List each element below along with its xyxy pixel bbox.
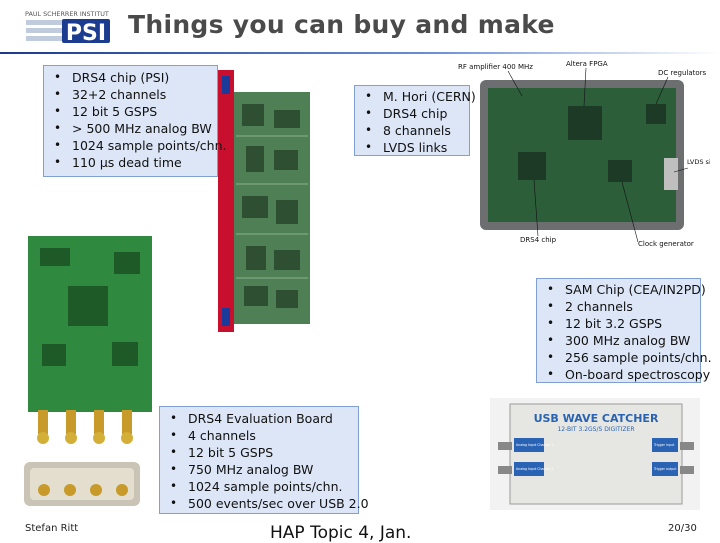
list-item: 110 μs dead time xyxy=(54,154,217,171)
list-item: 1024 sample points/chn. xyxy=(54,137,227,154)
list-item: DRS4 chip (PSI) xyxy=(54,69,217,86)
port-analog-input-1: Analog Input Channel 1 xyxy=(516,443,553,447)
footer-author: Stefan Ritt xyxy=(25,523,79,534)
psi-logo: PAUL SCHERRER INSTITUT PSI xyxy=(22,8,112,46)
wavecatcher-title: USB WAVE CATCHER xyxy=(534,412,659,425)
list-item: DRS4 Evaluation Board xyxy=(170,410,358,427)
list-item: LVDS links xyxy=(365,139,469,156)
logo-psi-text: PSI xyxy=(66,21,106,46)
port-trigger-input: Trigger input xyxy=(653,443,675,447)
slide-title: Things you can buy and make xyxy=(128,10,555,39)
list-item: 256 sample points/chn. xyxy=(547,349,712,366)
list-item: 300 MHz analog BW xyxy=(547,332,700,349)
list-item: > 500 MHz analog BW xyxy=(54,120,217,137)
logo-institute-text: PAUL SCHERRER INSTITUT xyxy=(25,10,109,18)
list-item: 2 channels xyxy=(547,298,700,315)
wavecatcher-board-photo: RF amplifier 400 MHz Altera FPGA DC regu… xyxy=(458,60,710,250)
port-trigger-output: Trigger output xyxy=(653,467,677,471)
label-altera-fpga: Altera FPGA xyxy=(566,60,608,68)
page-number: 20/30 xyxy=(668,523,697,534)
list-item: 4 channels xyxy=(170,427,358,444)
list-item: M. Hori (CERN) xyxy=(365,88,476,105)
list-item: 750 MHz analog BW xyxy=(170,461,358,478)
adapter-board-photo xyxy=(22,458,142,514)
usb-wavecatcher-photo: USB WAVE CATCHER 12-BIT 3.2GS/S DIGITIZE… xyxy=(490,398,700,510)
footer-event: HAP Topic 4, Jan. xyxy=(270,523,412,543)
wavecatcher-subtitle: 12-BIT 3.2GS/S DIGITIZER xyxy=(557,426,634,433)
list-item: 500 events/sec over USB 2.0 xyxy=(170,495,369,512)
header-divider xyxy=(0,52,720,54)
list-item: SAM Chip (CEA/IN2PD) xyxy=(547,281,706,298)
drs4-chip-specs: DRS4 chip (PSI) 32+2 channels 12 bit 5 G… xyxy=(43,65,227,177)
evaluation-board-photo xyxy=(20,232,158,450)
list-item: 8 channels xyxy=(365,122,469,139)
list-item: 12 bit 5 GSPS xyxy=(170,444,358,461)
list-item: 1024 sample points/chn. xyxy=(170,478,358,495)
port-analog-input-2: Analog Input Channel 2 xyxy=(516,467,553,471)
hori-board-specs: M. Hori (CERN) DRS4 chip 8 channels LVDS… xyxy=(354,85,476,156)
list-item: On-board spectroscopy xyxy=(547,366,710,383)
label-dc-regulators: DC regulators xyxy=(658,69,707,77)
list-item: 12 bit 3.2 GSPS xyxy=(547,315,700,332)
list-item: DRS4 chip xyxy=(365,105,469,122)
label-clock-generator: Clock generator xyxy=(638,240,694,248)
label-drs4-chip: DRS4 chip xyxy=(520,236,557,244)
list-item: 32+2 channels xyxy=(54,86,217,103)
vme-board-photo xyxy=(218,70,310,332)
list-item: 12 bit 5 GSPS xyxy=(54,103,217,120)
sam-chip-specs: SAM Chip (CEA/IN2PD) 2 channels 12 bit 3… xyxy=(536,278,712,383)
label-rf-amplifier: RF amplifier 400 MHz xyxy=(458,63,533,71)
evaluation-board-specs: DRS4 Evaluation Board 4 channels 12 bit … xyxy=(159,406,369,514)
label-lvds-signal-link: LVDS signal link xyxy=(687,158,710,166)
